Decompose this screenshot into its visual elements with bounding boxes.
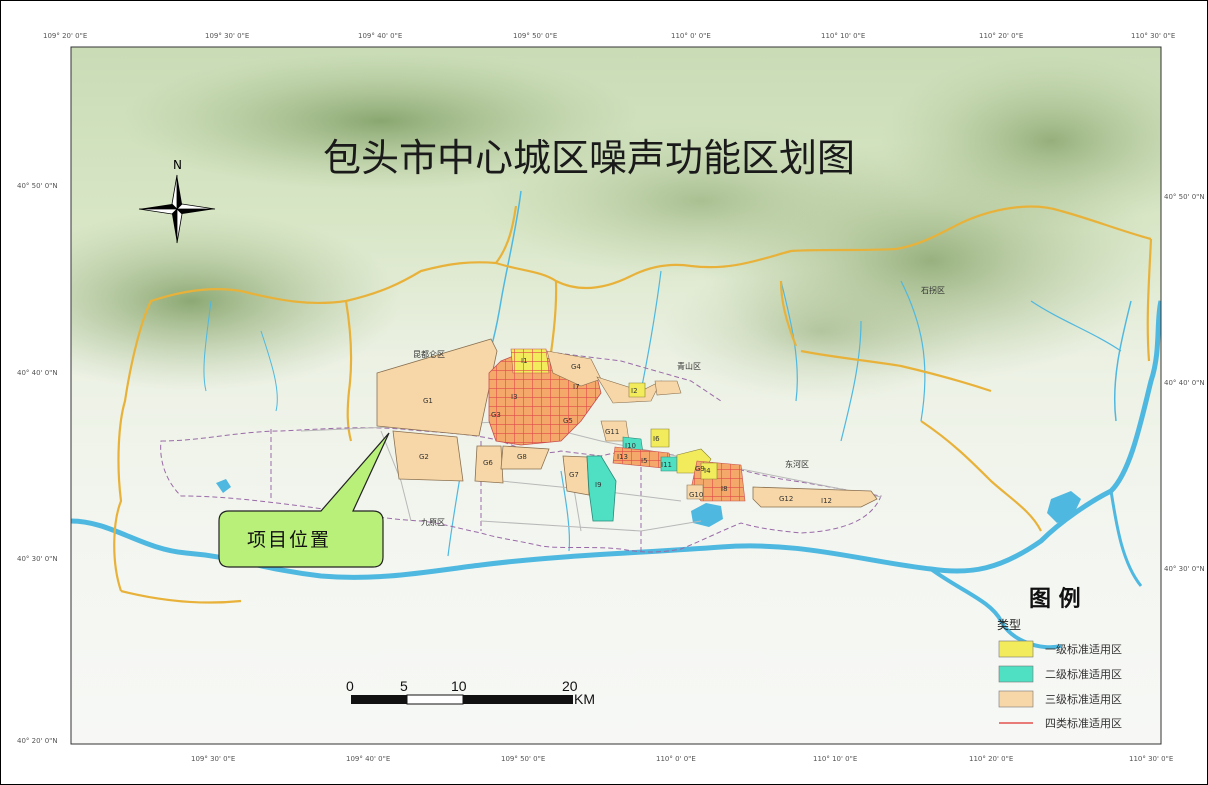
zone-label-g5: G5 [563,417,573,425]
coord-right-1: 40° 50' 0"N [1164,193,1205,201]
zone-g4 [546,350,602,387]
legend: 图 例 类型 一级标准适用区 二级标准适用区 三级标准适用区 四类标准适用区 [997,586,1122,730]
zone-label-g3: G3 [491,411,501,419]
zone-g8 [500,445,550,470]
coord-top-5: 110° 0' 0"E [671,32,711,40]
zone-label-g10: G10 [689,491,703,499]
zone-i6 [650,428,670,448]
map-neatline [70,46,1162,745]
coordinate-labels: 109° 20' 0"E 109° 30' 0"E 109° 40' 0"E 1… [17,32,1205,763]
coord-bottom-4: 110° 0' 0"E [656,755,696,763]
zone-label-i8: I8 [721,485,728,493]
lake-east [1047,491,1081,523]
zone-label-g4: G4 [571,363,581,371]
coord-top-7: 110° 20' 0"E [979,32,1023,40]
zone-labels: G1 G2 G3 G4 G5 G6 G7 G8 G9 G10 G11 G12 I… [419,357,832,505]
coord-left-1: 40° 50' 0"N [17,182,58,190]
zone-i1 [510,348,550,374]
north-label: N [173,158,182,172]
coord-bottom-7: 110° 30' 0"E [1129,755,1173,763]
legend-item-level4: 四类标准适用区 [1045,716,1122,730]
zone-g2 [392,430,464,482]
district-label-jiuyuan: 九原区 [421,518,445,527]
coord-top-8: 110° 30' 0"E [1131,32,1175,40]
zone-label-g8: G8 [517,453,527,461]
legend-title: 图 例 [1029,586,1081,612]
zone-label-g2: G2 [419,453,429,461]
coord-bottom-5: 110° 10' 0"E [813,755,857,763]
map-title: 包头市中心城区噪声功能区划图 [323,136,855,180]
zone-label-g12: G12 [779,495,793,503]
legend-category: 类型 [997,618,1021,632]
zone-label-g9: G9 [695,465,705,473]
coord-right-2: 40° 40' 0"N [1164,379,1205,387]
coord-top-6: 110° 10' 0"E [821,32,865,40]
zone-i4 [700,462,718,480]
north-arrow: N [138,158,216,244]
coord-bottom-1: 109° 30' 0"E [191,755,235,763]
pond-west [216,479,231,493]
zone-label-i4: I4 [704,467,711,475]
scale-label-20: 20 [562,678,578,694]
legend-item-level1: 一级标准适用区 [1045,642,1122,656]
coord-top-2: 109° 30' 0"E [205,32,249,40]
zone-label-g6: G6 [483,459,493,467]
coord-bottom-3: 109° 50' 0"E [501,755,545,763]
zone-g1 [376,338,498,437]
zone-g6 [474,445,504,484]
zone-label-i13: I13 [617,453,628,461]
scale-label-0: 0 [346,678,354,694]
legend-item-level2: 二级标准适用区 [1045,667,1122,681]
zone-label-i5: I5 [641,457,648,465]
terrain-layer [71,47,1161,744]
zone-i2 [628,382,646,398]
district-label-qingshan: 青山区 [677,361,701,371]
legend-swatch-level2 [998,665,1034,683]
zone-layer [376,338,878,522]
zone-i9 [586,455,617,522]
zone-label-i11: I11 [661,461,672,469]
coord-left-4: 40° 20' 0"N [17,737,58,745]
zone-label-i3: I3 [511,393,518,401]
district-labels: 石拐区 昆都仑区 青山区 东河区 九原区 [413,285,945,527]
coord-bottom-6: 110° 20' 0"E [969,755,1013,763]
district-label-shiguai: 石拐区 [921,285,945,295]
legend-item-level3: 三级标准适用区 [1045,692,1122,706]
callout-label: 项目位置 [247,529,331,551]
zone-g12 [752,486,878,508]
zone-label-i10: I10 [625,442,636,450]
zone-label-i2: I2 [631,387,638,395]
coord-top-4: 109° 50' 0"E [513,32,557,40]
zone-label-g11: G11 [605,428,619,436]
zone-label-i6: I6 [653,435,660,443]
coord-left-2: 40° 40' 0"N [17,369,58,377]
zone-g10 [686,484,704,500]
project-location-callout: 项目位置 [218,432,390,568]
district-label-kundulun: 昆都仑区 [413,349,445,359]
district-label-donghe: 东河区 [785,459,809,469]
zone-label-g1: G1 [423,397,433,405]
legend-swatch-level3 [998,690,1034,708]
scale-unit: KM [574,691,595,707]
scale-bar: 0 5 10 20 KM [346,678,595,707]
zone-label-i12: I12 [821,497,832,505]
coord-top-3: 109° 40' 0"E [358,32,402,40]
coord-bottom-2: 109° 40' 0"E [346,755,390,763]
coord-right-3: 40° 30' 0"N [1164,565,1205,573]
district-boundaries [113,205,1153,604]
zone-label-i7: I7 [573,383,580,391]
scale-label-5: 5 [400,678,408,694]
coord-left-3: 40° 30' 0"N [17,555,58,563]
zone-g7 [562,455,590,496]
legend-swatch-level1 [998,640,1034,658]
zone-label-i9: I9 [595,481,602,489]
zone-label-i1: I1 [521,357,528,365]
scale-label-10: 10 [451,678,467,694]
zone-label-g7: G7 [569,471,579,479]
coord-top-1: 109° 20' 0"E [43,32,87,40]
